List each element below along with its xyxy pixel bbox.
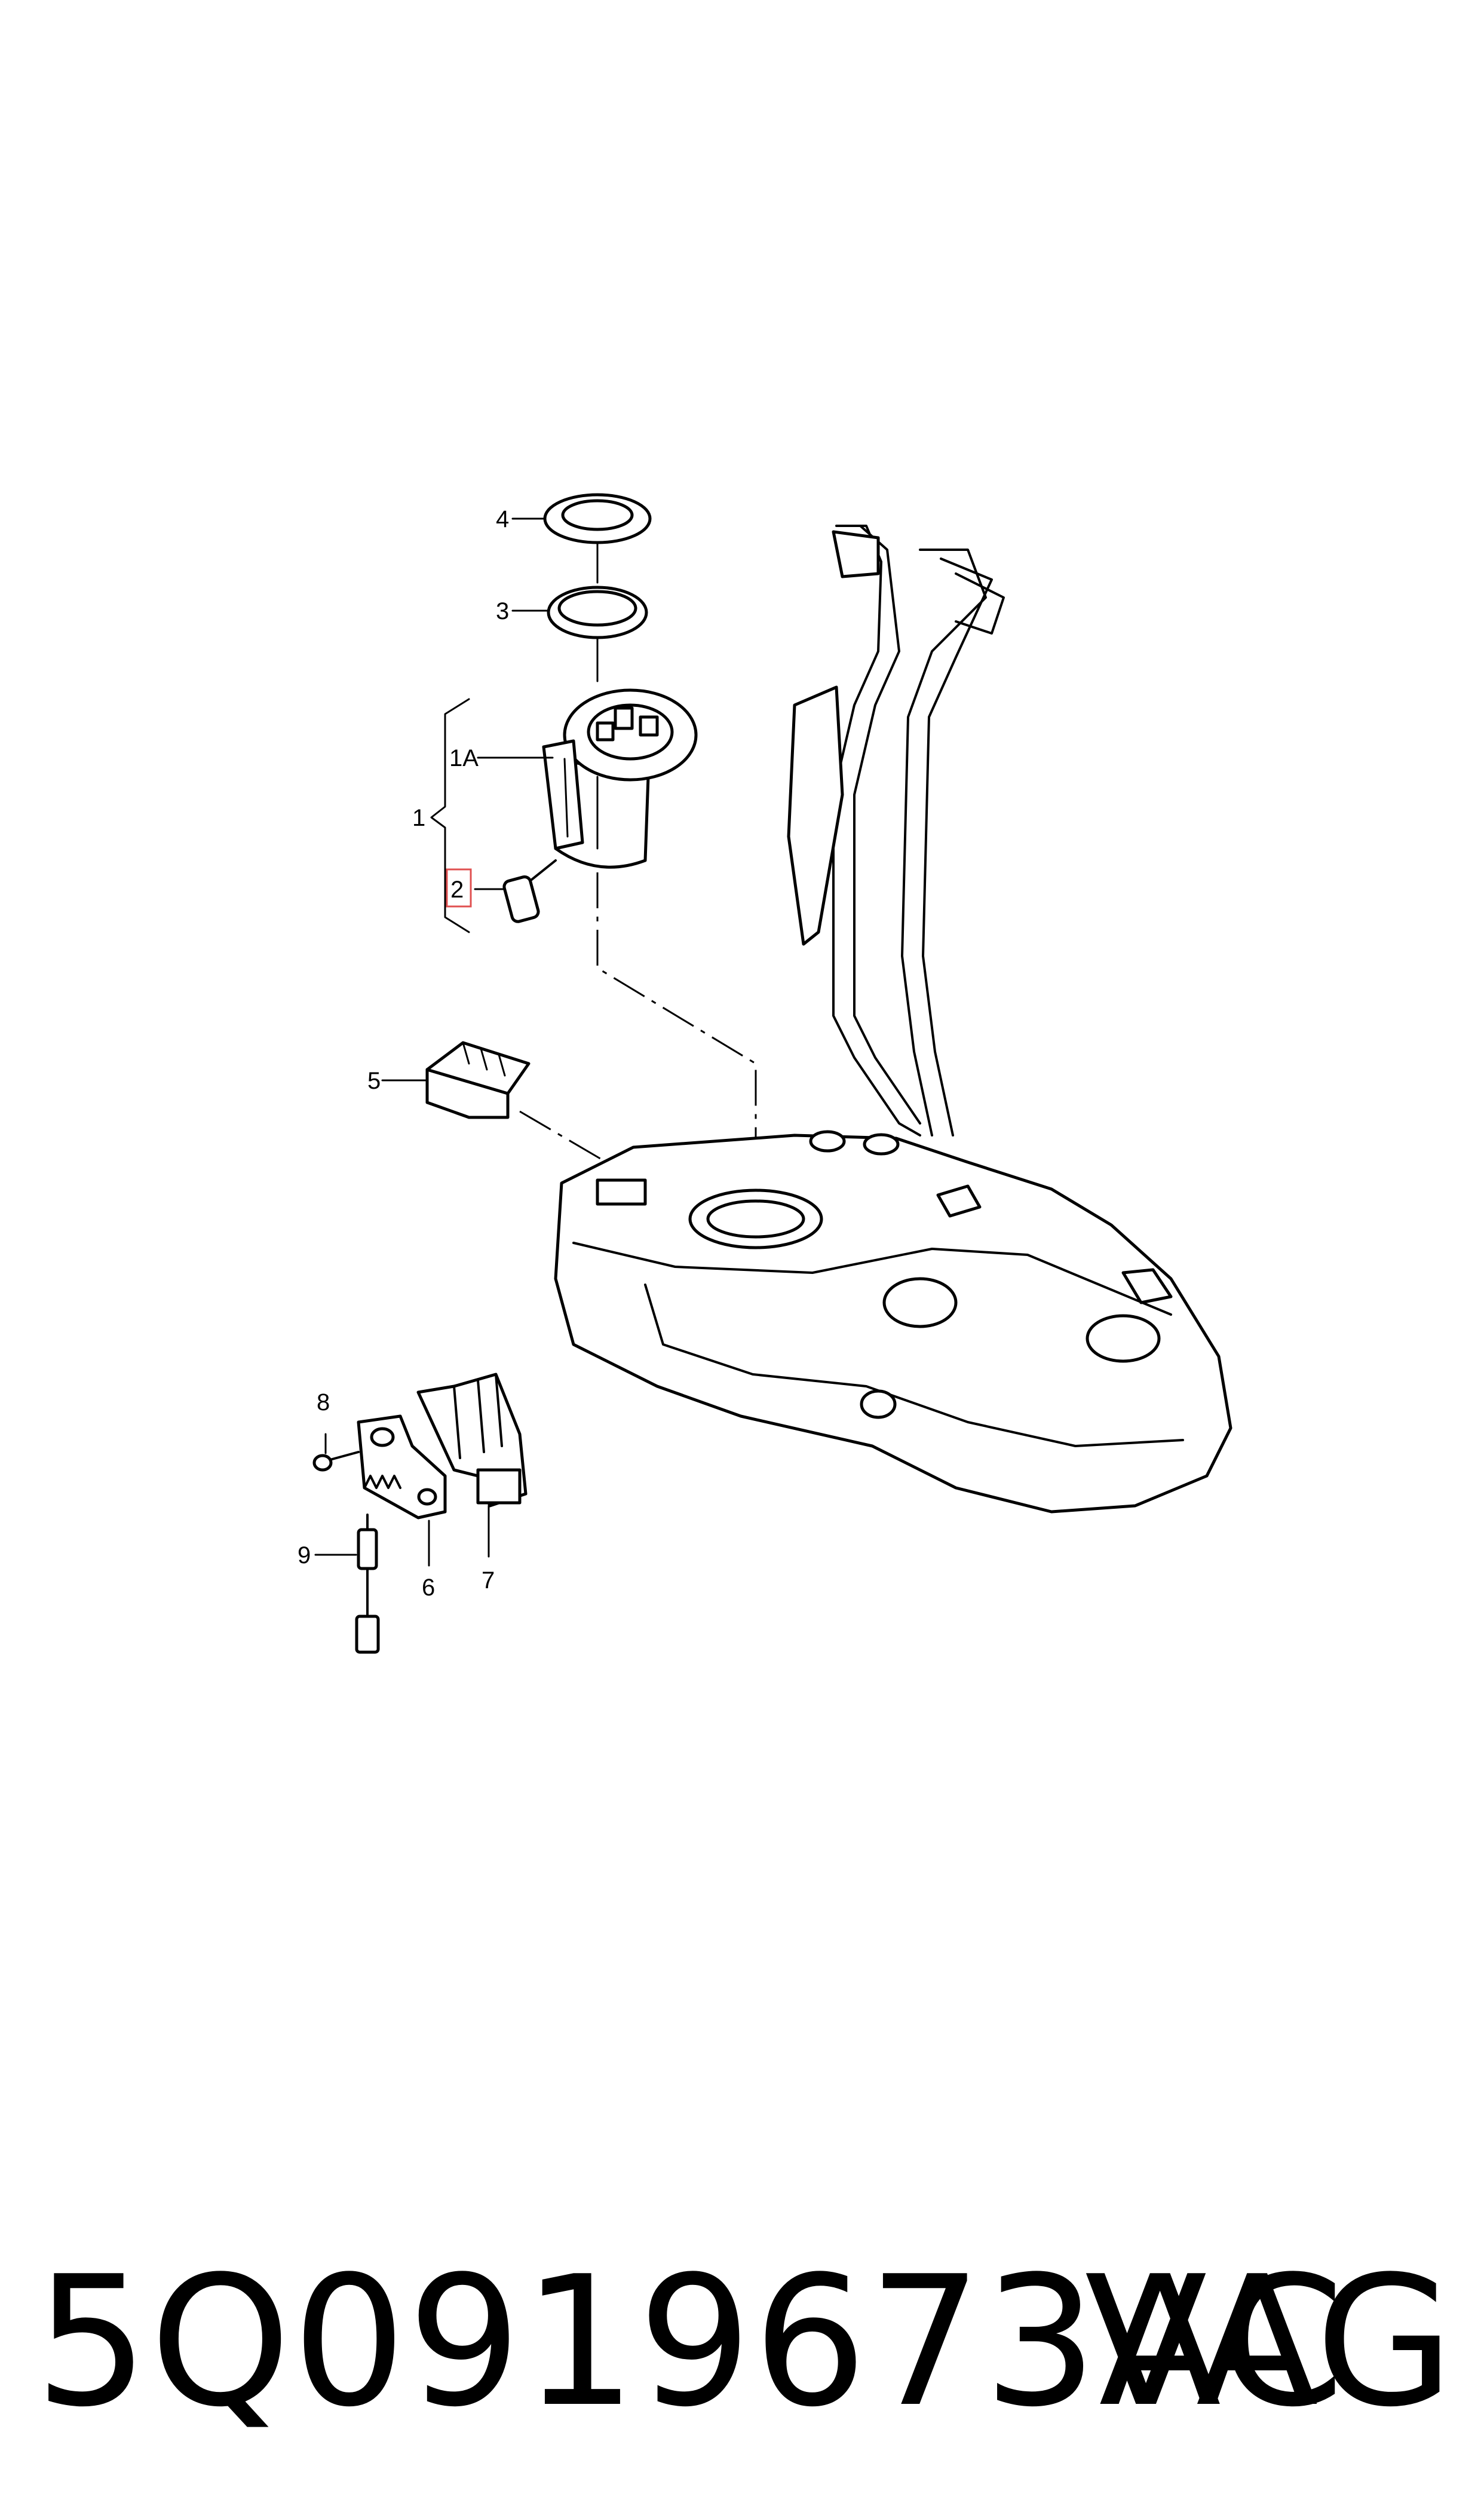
part-number: 5Q0919673AC — [35, 2238, 1346, 2446]
bracket-part-6 — [357, 1414, 447, 1520]
bracket-1 — [430, 698, 470, 933]
callout-8: 8 — [317, 1389, 330, 1416]
screw-part-8 — [312, 1451, 360, 1472]
callout-2: 2 — [450, 877, 464, 903]
connector-part-2 — [502, 859, 557, 923]
callout-9: 9 — [298, 1542, 311, 1569]
locking-ring-part-3 — [547, 586, 648, 639]
fuel-pump-module-part-1a — [542, 688, 698, 869]
callout-1: 1 — [412, 805, 425, 831]
holder-part-7 — [416, 1373, 528, 1508]
callout-5: 5 — [367, 1068, 381, 1094]
callout-4: 4 — [496, 506, 509, 532]
callout-2-highlight-box — [446, 868, 472, 908]
callout-1a: 1A — [449, 745, 479, 771]
fuel-tank-assembly — [554, 525, 1232, 1514]
callout-6: 6 — [422, 1574, 435, 1601]
callout-7: 7 — [482, 1567, 495, 1594]
sensor-part-9 — [355, 1514, 380, 1654]
callout-3: 3 — [496, 598, 509, 624]
footer-caption: 5Q0919673AC VAG — [0, 2247, 1484, 2438]
control-unit-part-5 — [425, 1041, 531, 1119]
brand-name: VAG — [1084, 2238, 1454, 2446]
seal-ring-part-4 — [543, 493, 652, 544]
